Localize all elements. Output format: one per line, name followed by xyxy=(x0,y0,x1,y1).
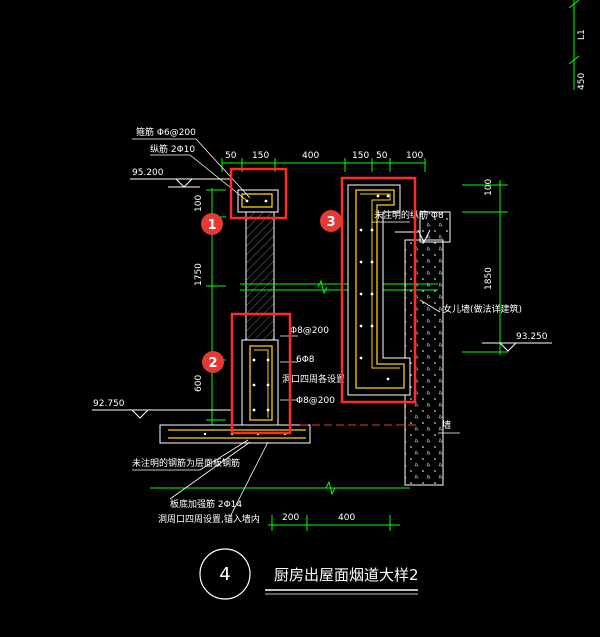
edge-450-label: 450 xyxy=(577,73,587,90)
dim-right-100: 100 xyxy=(484,179,494,196)
label-add-bar-2: 洞周口四周设置,锚入墙内 xyxy=(158,513,260,525)
label-stirrup: 箍筋 Φ6@200 xyxy=(136,126,196,138)
dim-top-50b: 50 xyxy=(376,151,388,161)
dim-bottom-200: 200 xyxy=(282,513,299,523)
level-top-label: 95.200 xyxy=(132,168,164,178)
label-long-bar: 纵筋 2Φ10 xyxy=(150,143,195,155)
label-rebar-a: Φ8@200 xyxy=(290,326,329,336)
level-marker-roof: 93.250 xyxy=(482,332,552,352)
dim-left-1750: 1750 xyxy=(194,263,204,286)
badge-2[interactable]: 2 xyxy=(202,351,224,373)
right-chimney-section xyxy=(347,184,411,396)
level-marker-top: 95.200 xyxy=(130,168,230,188)
dim-top-50a: 50 xyxy=(225,151,237,161)
dim-top-400: 400 xyxy=(302,151,319,161)
highlight-boxes xyxy=(229,167,417,435)
badge-3[interactable]: 3 xyxy=(320,210,342,232)
level-marker-bottom: 92.750 xyxy=(92,399,232,419)
label-add-bar-1: 板底加强筋 2Φ14 xyxy=(170,498,242,510)
highlight-box-1 xyxy=(229,167,288,220)
edge-dimension: L1 450 xyxy=(568,0,587,90)
badge-1-label: 1 xyxy=(207,218,216,233)
detail-number: 4 xyxy=(219,564,230,585)
detail-title: 厨房出屋面烟道大样2 xyxy=(274,566,419,584)
parapet-wall xyxy=(395,211,451,486)
label-not-shown-long: 未注明的纵筋 Φ8 xyxy=(374,209,444,221)
edge-l1-label: L1 xyxy=(577,29,587,40)
leader-lines xyxy=(132,138,460,518)
highlight-box-3 xyxy=(340,176,417,404)
dim-right-1850: 1850 xyxy=(484,267,494,290)
right-dimension-chain: 100 1850 xyxy=(462,179,508,355)
bottom-dimension-chain: 200 400 xyxy=(150,480,410,531)
badge-2-label: 2 xyxy=(208,356,217,371)
top-dimension-chain: 50 150 400 150 50 100 xyxy=(221,151,426,172)
label-rebar-b: 6Φ8 xyxy=(296,355,315,365)
level-bottom-label: 92.750 xyxy=(93,399,125,409)
badge-1[interactable]: 1 xyxy=(201,213,223,235)
detail-marker: 4 xyxy=(199,548,251,600)
dim-left-100: 100 xyxy=(194,195,204,212)
highlight-box-2 xyxy=(230,312,292,435)
label-wall: 墙 xyxy=(442,419,451,431)
label-opening: 洞口四周各设置 xyxy=(282,373,345,385)
dim-bottom-400: 400 xyxy=(338,513,355,523)
label-slab-note: 未注明的钢筋为层面板钢筋 xyxy=(132,457,240,469)
dim-top-150b: 150 xyxy=(352,151,369,161)
badge-3-label: 3 xyxy=(326,215,335,230)
label-rebar-c: Φ8@200 xyxy=(296,396,335,406)
left-lower-wall xyxy=(241,339,279,427)
dim-left-600: 600 xyxy=(194,375,204,392)
dim-top-100: 100 xyxy=(406,151,423,161)
label-parapet: 女儿墙(做法详建筑) xyxy=(443,303,522,315)
dim-top-150a: 150 xyxy=(252,151,269,161)
level-roof-label: 93.250 xyxy=(516,332,548,342)
